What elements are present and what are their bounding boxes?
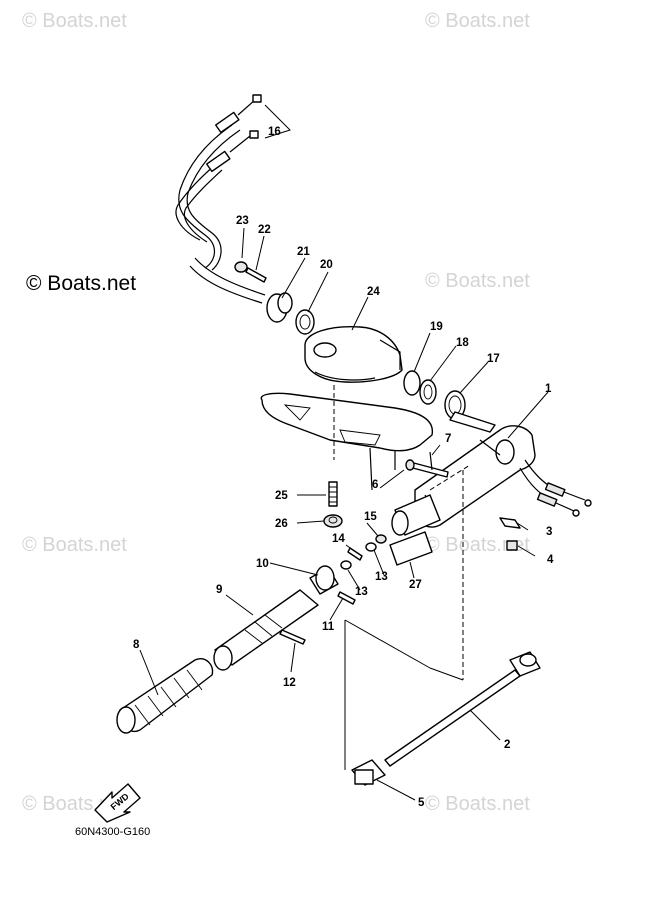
callout-13a: 13 xyxy=(375,571,388,583)
callout-8: 8 xyxy=(133,639,140,651)
callout-12: 12 xyxy=(283,677,296,689)
part-10-collar xyxy=(309,565,339,595)
callout-labels: 1 2 3 4 5 6 7 8 9 10 11 12 13 13 14 15 1… xyxy=(133,126,554,809)
part-24-bracket xyxy=(304,325,403,383)
part-17-ring xyxy=(444,390,466,420)
callout-2: 2 xyxy=(504,739,510,751)
watermark-mid-right: © Boats.net xyxy=(425,270,530,292)
watermark-lower-left: © Boats.net xyxy=(22,534,127,556)
callout-3: 3 xyxy=(546,526,552,538)
connection-join xyxy=(429,667,464,681)
watermark-lower-right: © Boats.net xyxy=(425,534,530,556)
callout-11: 11 xyxy=(322,621,335,633)
part-22-bolt xyxy=(245,267,267,283)
callout-20: 20 xyxy=(320,259,333,271)
callout-13b: 13 xyxy=(355,586,368,598)
callout-26: 26 xyxy=(275,518,288,530)
watermark-main: © Boats.net xyxy=(26,272,136,295)
watermark-top-right: © Boats.net xyxy=(425,10,530,32)
callout-1: 1 xyxy=(545,383,552,395)
callout-4: 4 xyxy=(547,554,554,566)
part-4-screw xyxy=(506,540,518,551)
connection-diagonal xyxy=(344,619,431,669)
callout-22: 22 xyxy=(258,224,271,236)
part-2-cable xyxy=(384,651,541,767)
callout-18: 18 xyxy=(456,337,469,349)
tiller-sleeve xyxy=(391,494,441,536)
part-13-washer-a xyxy=(365,542,377,552)
callout-17: 17 xyxy=(487,353,500,365)
callout-5: 5 xyxy=(418,797,425,809)
callout-23: 23 xyxy=(236,215,249,227)
part-1-cable-ends xyxy=(519,459,592,517)
part-15-screw xyxy=(375,534,387,544)
mount-plate xyxy=(260,392,433,491)
part-14-spring xyxy=(347,547,363,561)
diagram-code: 60N4300-G160 xyxy=(75,826,150,838)
part-1-tiller-arm xyxy=(414,425,536,528)
callout-10: 10 xyxy=(256,558,269,570)
fwd-arrow-icon: FWD xyxy=(94,783,141,823)
part-26-nut xyxy=(323,514,343,528)
watermark-top-left: © Boats.net xyxy=(22,10,127,32)
part-25-stud xyxy=(328,481,338,507)
part-12-screw xyxy=(279,629,306,645)
part-20-ring xyxy=(295,309,315,335)
callout-9: 9 xyxy=(216,584,222,596)
callout-25: 25 xyxy=(275,490,288,502)
part-9-throttle-shaft xyxy=(213,589,319,671)
part-18-ring xyxy=(419,379,437,405)
callout-6: 6 xyxy=(372,479,378,491)
callout-16: 16 xyxy=(268,126,281,138)
part-8-grip xyxy=(116,658,214,734)
part-21-grommet xyxy=(266,292,293,323)
part-27-plate xyxy=(389,531,433,566)
part-19-ring xyxy=(403,370,421,396)
leader-lines xyxy=(139,104,549,801)
callout-24: 24 xyxy=(367,286,380,298)
part-13-washer-b xyxy=(340,560,352,570)
part-11-pin xyxy=(337,591,356,605)
part-1-pipe xyxy=(449,411,496,433)
callout-14: 14 xyxy=(332,533,345,545)
part-5-clamp xyxy=(351,759,386,786)
callout-21: 21 xyxy=(297,246,310,258)
callout-7: 7 xyxy=(445,433,451,445)
part-7-pin xyxy=(429,451,433,471)
watermark-bottom-right: © Boats.net xyxy=(425,793,530,815)
part-23-nut xyxy=(234,261,248,273)
callout-19: 19 xyxy=(430,321,443,333)
callout-15: 15 xyxy=(364,511,377,523)
part-16-cables xyxy=(175,94,266,304)
part-6-bolt xyxy=(405,459,449,478)
callout-27: 27 xyxy=(409,579,422,591)
part-3-clip xyxy=(499,517,521,529)
